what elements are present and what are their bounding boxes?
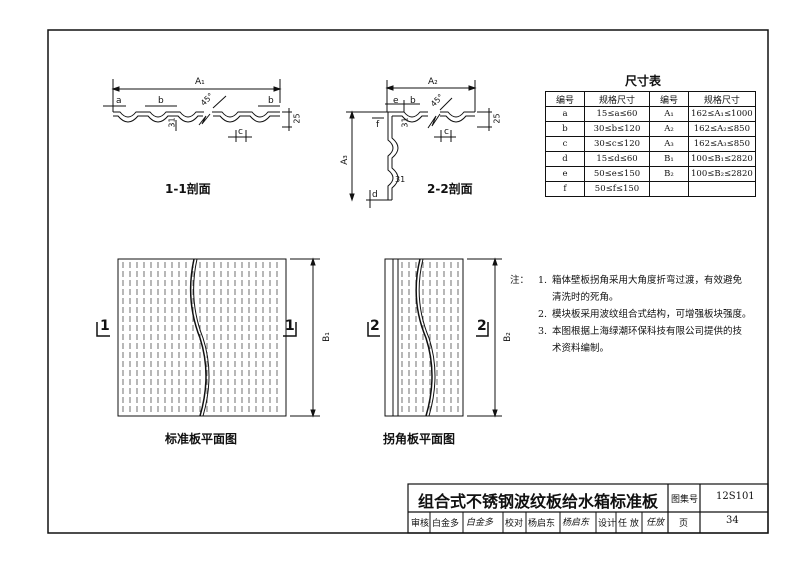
cut-mark-2-left: 2 xyxy=(370,318,380,334)
note-1-cont: 清洗时的死角。 xyxy=(510,289,765,306)
dim-label-b-right: b xyxy=(268,96,274,106)
section-1-1-drawing xyxy=(103,79,292,142)
section-1-1-title: 1-1剖面 xyxy=(165,182,211,196)
table-cell: 100≤B₁≤2820 xyxy=(688,151,756,167)
drawing-title: 组合式不锈钢波纹板给水箱标准板 xyxy=(418,492,659,511)
check-label: 校对 xyxy=(505,519,524,529)
checker-signature: 杨启东 xyxy=(562,518,590,528)
dim-label-c: c xyxy=(238,127,243,137)
note-3-cont: 术资料编制。 xyxy=(510,340,765,357)
note-text: 模块板采用波纹组合式结构，可增强板块强度。 xyxy=(552,309,752,320)
reviewer-name: 白金多 xyxy=(432,519,460,529)
standard-plate-stripes xyxy=(122,262,278,413)
designer-signature: 任放 xyxy=(646,518,665,528)
dim-label-d: d xyxy=(372,190,378,200)
notes-block: 注： 1. 箱体壁板拐角采用大角度折弯过渡，有效避免 清洗时的死角。 2. 模块… xyxy=(510,272,765,357)
note-2: 2. 模块板采用波纹组合式结构，可增强板块强度。 xyxy=(510,306,765,323)
note-text: 本图根据上海绿潮环保科技有限公司提供的技 xyxy=(552,326,743,337)
standard-plate-title: 标准板平面图 xyxy=(165,432,238,446)
dim-label-e: e xyxy=(393,96,399,106)
checker-name: 杨启东 xyxy=(528,519,556,529)
note-number: 3. xyxy=(538,326,548,337)
dim-label-b: b xyxy=(158,96,164,106)
dimension-table-caption: 尺寸表 xyxy=(624,74,661,88)
dim-label-c-2: c xyxy=(444,127,449,137)
note-3: 3. 本图根据上海绿潮环保科技有限公司提供的技 xyxy=(510,323,765,340)
table-cell xyxy=(688,181,756,197)
table-cell xyxy=(649,181,689,197)
design-label: 设计 xyxy=(598,519,617,529)
cut-mark-1-right: 1 xyxy=(285,318,295,334)
title-block-frame xyxy=(407,483,769,534)
dim-label-A2: A₂ xyxy=(428,77,438,87)
page-number: 34 xyxy=(726,515,739,526)
corner-plate-plan xyxy=(367,257,502,418)
atlas-label: 图集号 xyxy=(671,495,699,505)
designer-name: 任 放 xyxy=(618,519,639,529)
note-text: 箱体壁板拐角采用大角度折弯过渡，有效避免 xyxy=(552,275,743,286)
section-2-2-drawing xyxy=(346,80,492,208)
atlas-number: 12S101 xyxy=(716,491,755,502)
cut-mark-1-left: 1 xyxy=(100,318,110,334)
review-label: 审核 xyxy=(411,519,430,529)
dim-label-a: a xyxy=(116,96,122,106)
val-31-section2-side: 31 xyxy=(395,175,406,184)
note-number: 2. xyxy=(538,309,548,320)
notes-lead: 注： xyxy=(510,275,530,286)
note-text: 术资料编制。 xyxy=(552,343,610,354)
cut-mark-2-right: 2 xyxy=(477,318,487,334)
page-label: 页 xyxy=(679,519,689,529)
note-number: 1. xyxy=(538,275,548,286)
corner-plate-stripes xyxy=(401,262,459,413)
dim-label-b-2: b xyxy=(410,96,416,106)
reviewer-signature: 白金多 xyxy=(466,518,494,528)
note-text: 清洗时的死角。 xyxy=(552,292,619,303)
dim-label-A1: A₁ xyxy=(195,77,205,87)
corner-plate-title: 拐角板平面图 xyxy=(383,432,456,446)
note-1: 注： 1. 箱体壁板拐角采用大角度折弯过渡，有效避免 xyxy=(510,272,765,289)
dim-label-f: f xyxy=(376,120,380,130)
section-2-2-title: 2-2剖面 xyxy=(427,182,473,196)
